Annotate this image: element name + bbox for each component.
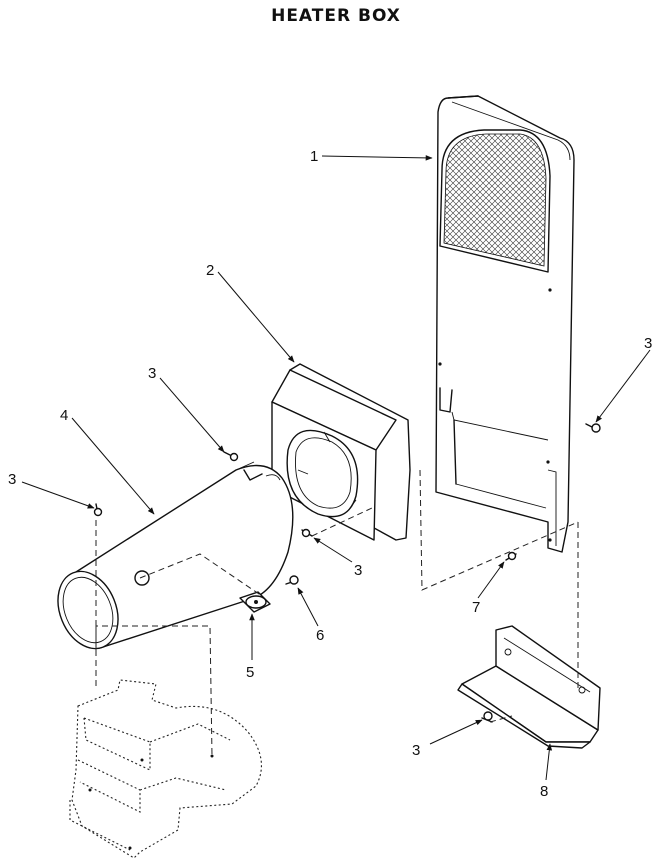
callout-6: 6 [316,627,324,644]
callout-3-left: 3 [8,471,16,488]
part-1-heater-box-panel [435,95,575,553]
callout-7: 7 [472,599,480,616]
screw-part-3-upper [223,451,239,462]
assembly-lines [95,469,579,757]
callout-5: 5 [246,664,254,681]
part-5-thermostat [239,591,271,613]
callout-3-upper: 3 [148,365,156,382]
callout-3-bottom: 3 [412,742,420,759]
screw-part-3-center [301,528,313,538]
diagram-title: HEATER BOX [271,6,401,26]
callout-3-right: 3 [644,335,652,352]
callout-2: 2 [206,262,214,279]
callout-4: 4 [60,407,68,424]
screw-part-3-bottom [481,711,493,723]
screw-part-6 [285,575,299,585]
phantom-blower-housing [69,679,262,859]
callout-1: 1 [310,148,318,165]
leader-lines [21,155,651,781]
part-4-heater-tube [57,461,294,650]
screw-part-3-right [585,423,601,433]
screw-part-3-left [93,503,103,517]
callout-8: 8 [540,783,548,800]
part-2-gasket-adapter [271,363,411,541]
part-8-bracket [457,625,601,749]
callout-3-center: 3 [354,562,362,579]
screw-part-7 [505,551,517,561]
